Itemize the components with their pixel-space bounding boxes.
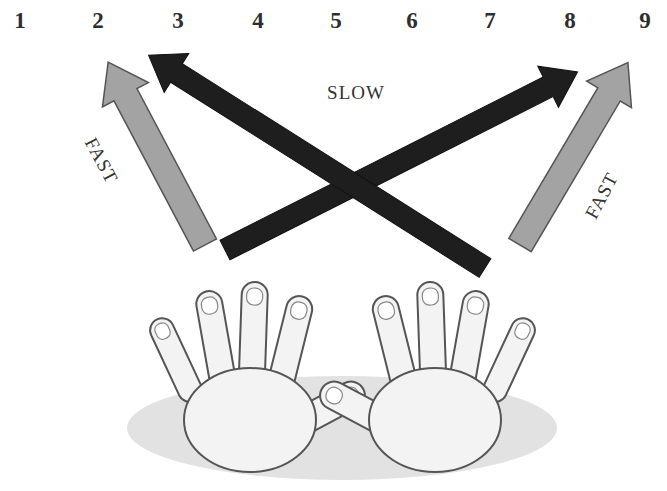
position-number: 5 bbox=[330, 9, 342, 32]
position-number: 6 bbox=[406, 9, 418, 32]
speed-label: SLOW bbox=[327, 83, 385, 102]
position-number: 9 bbox=[639, 9, 651, 32]
speed-label: FAST bbox=[82, 134, 122, 186]
left-hand bbox=[146, 282, 370, 472]
slow-arrow bbox=[136, 36, 497, 288]
position-number: 4 bbox=[252, 9, 264, 32]
fast-arrow bbox=[498, 49, 651, 258]
right-hand bbox=[315, 282, 539, 472]
position-number: 2 bbox=[92, 9, 104, 32]
position-number: 3 bbox=[172, 9, 184, 32]
position-number: 7 bbox=[484, 9, 496, 32]
speed-label: FAST bbox=[582, 169, 622, 221]
position-number: 8 bbox=[564, 9, 576, 32]
position-number: 1 bbox=[14, 9, 26, 32]
